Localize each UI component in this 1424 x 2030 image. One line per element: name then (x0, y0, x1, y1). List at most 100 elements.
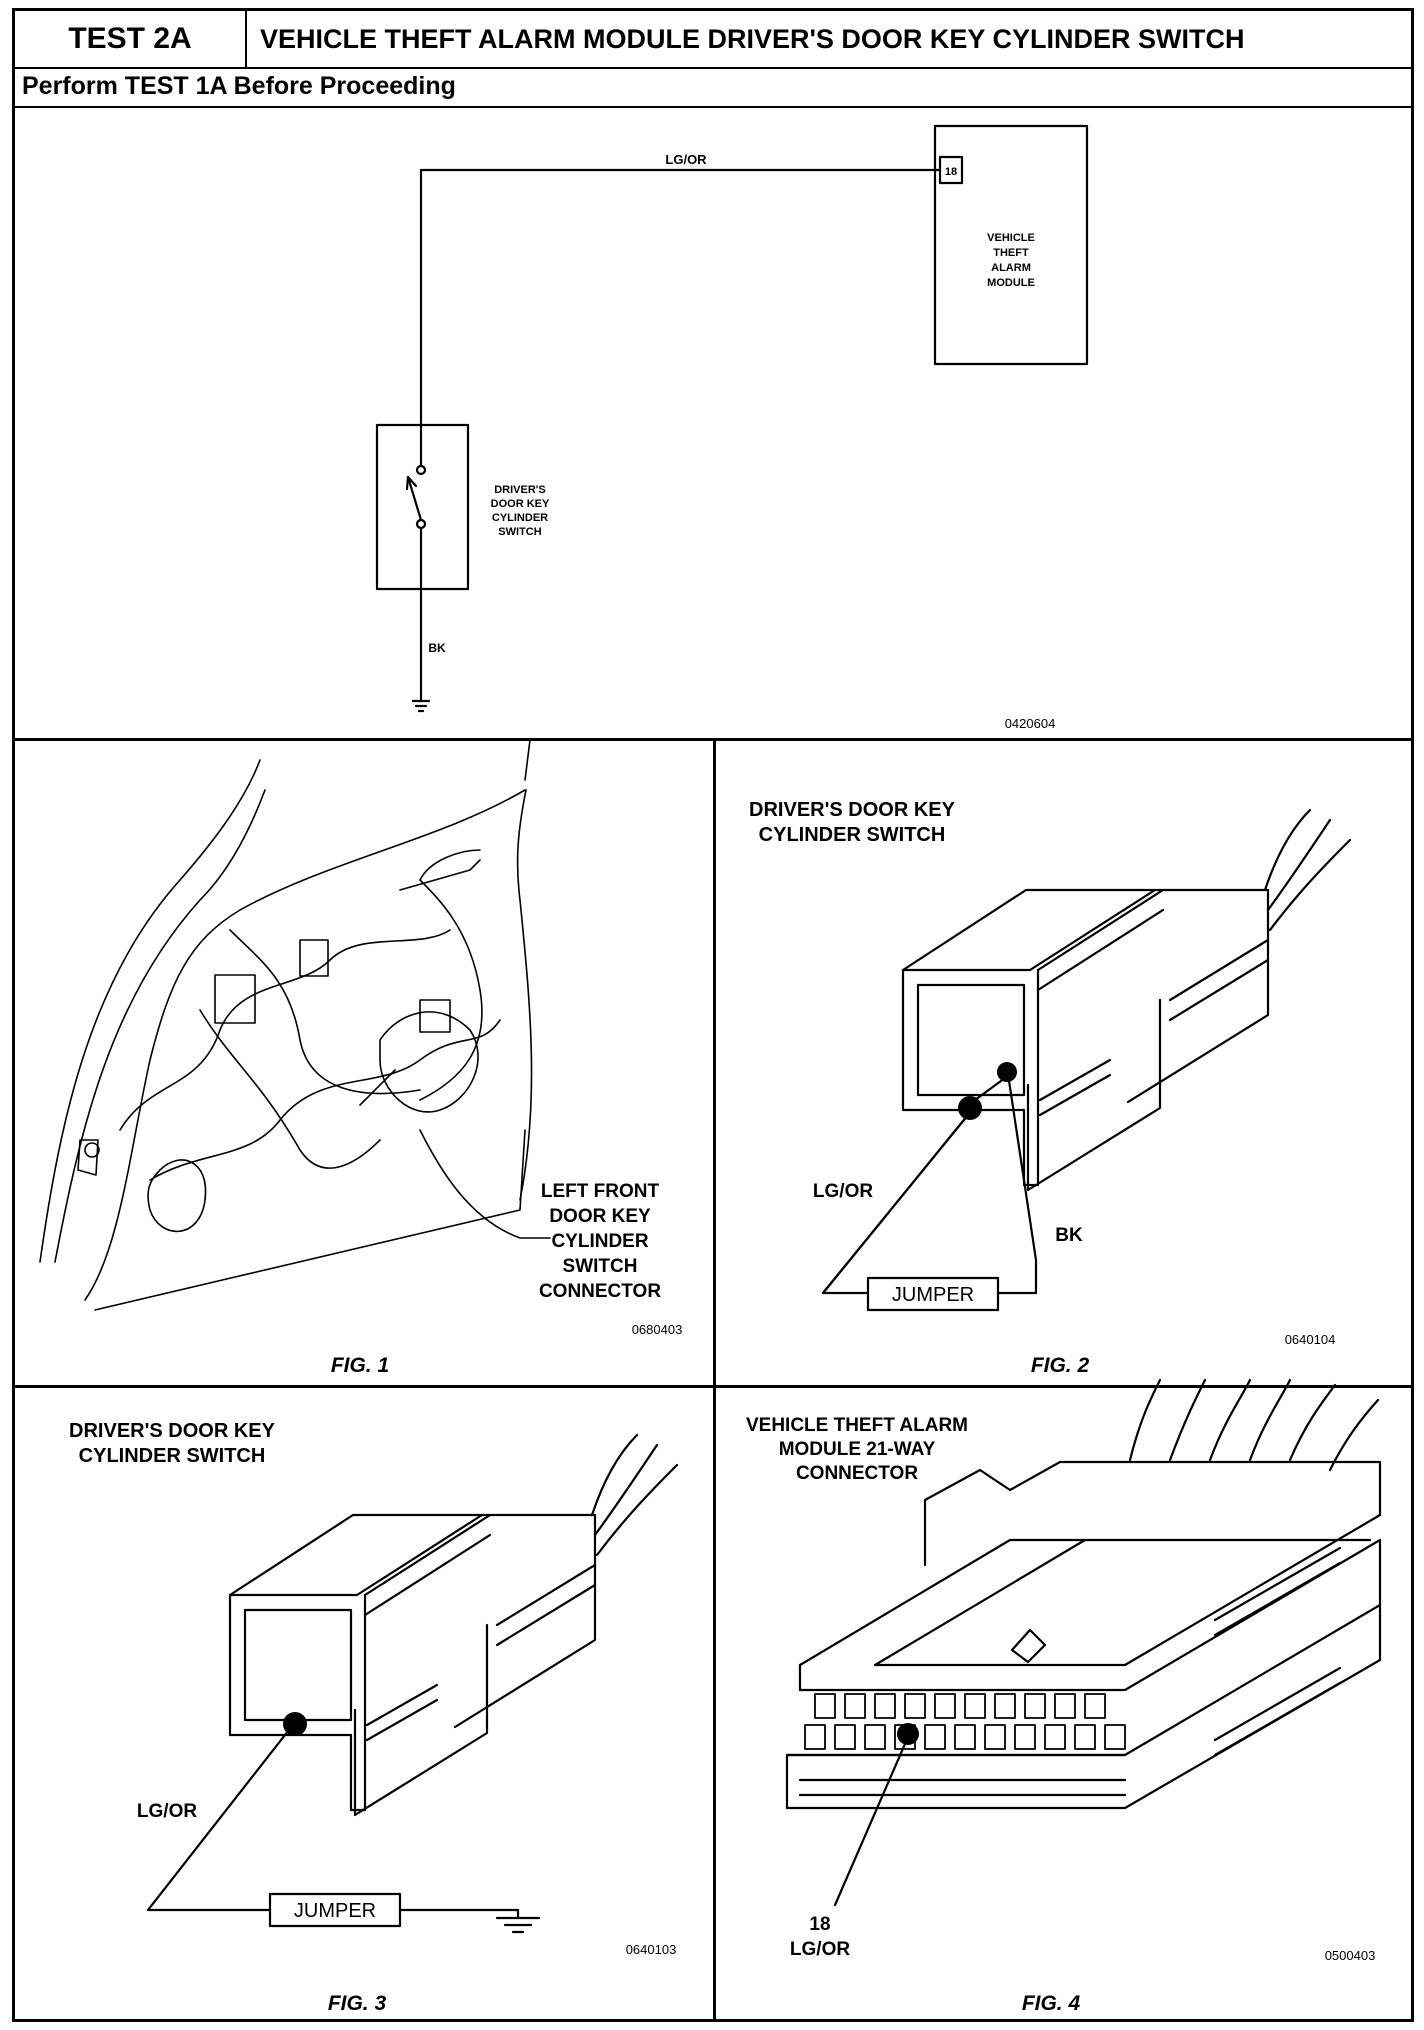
figure-column-divider (713, 738, 716, 2022)
fig4-front-bottom (785, 1603, 1382, 1810)
fig2-latch (1026, 998, 1162, 1192)
fig4-top-housing (923, 1460, 1382, 1567)
fig4-upper-cavities (814, 1693, 1106, 1719)
wire-loop (379, 1011, 479, 1113)
schematic-wire-top-label: LG/OR (665, 152, 707, 167)
prerequisite-note: Perform TEST 1A Before Proceeding (22, 72, 456, 100)
hinge-plate (77, 1139, 99, 1176)
fig1-callout-line-2: DOOR KEY (549, 1206, 651, 1227)
page-title: VEHICLE THEFT ALARM MODULE DRIVER'S DOOR… (260, 23, 1245, 54)
header-divider (12, 67, 1414, 69)
switch-label-line-3: CYLINDER (492, 512, 548, 524)
door-frame-left (39, 759, 261, 1263)
fig2-jumper-box (866, 1276, 1000, 1312)
schematic-code: 0420604 (1005, 716, 1056, 731)
fig2-caption: FIG. 2 (1031, 1354, 1090, 1377)
fig2-code: 0640104 (1285, 1332, 1336, 1347)
driver-door-key-cylinder-switch-box (375, 423, 470, 591)
schematic-wire-bottom-label: BK (428, 641, 446, 655)
module-label-line-2: THEFT (993, 247, 1029, 259)
fig1-callout-line-3: CYLINDER (551, 1231, 648, 1252)
fig3-top-front-edge (228, 1513, 484, 1597)
fig4-wire-label: LG/OR (790, 1939, 850, 1960)
fig3-cavity (243, 1608, 353, 1722)
door-panel-edge (94, 739, 531, 1311)
fig2-jumper-label: JUMPER (892, 1284, 974, 1306)
fig4-caption: FIG. 4 (1022, 1992, 1081, 2015)
fig1-door-illustration (39, 739, 551, 1311)
fig3-front-face (228, 1593, 367, 1812)
fig2-front-face (901, 968, 1040, 1187)
fig4-title-line-1: VEHICLE THEFT ALARM (746, 1415, 968, 1436)
fig3-title-line-1: DRIVER'S DOOR KEY (69, 1420, 276, 1442)
fig4-code: 0500403 (1325, 1948, 1376, 1963)
fig2-connector (901, 808, 1352, 1192)
fig4-key-tab (1010, 1628, 1047, 1664)
fig2-top-front-edge (901, 888, 1157, 972)
switch-contact-top (415, 464, 427, 476)
door-panel-right (516, 789, 533, 1201)
fig4-title-line-3: CONNECTOR (796, 1463, 918, 1484)
fig2-rib-lines (1036, 888, 1165, 992)
fig2-bk-terminal (997, 1062, 1017, 1082)
subheader-divider (12, 106, 1414, 108)
module-label-line-3: ALARM (991, 262, 1031, 274)
fig1-callout-line-4: SWITCH (563, 1256, 638, 1277)
fig1-callout-line-1: LEFT FRONT (541, 1181, 660, 1202)
module-block-3 (419, 999, 451, 1033)
switch-arrowhead (405, 475, 418, 491)
fig4-wires (1128, 1378, 1380, 1472)
fig4-title-line-2: MODULE 21-WAY (779, 1439, 936, 1460)
wire-harness-4 (229, 929, 421, 1095)
fig4-pin18-leader (833, 1735, 910, 1907)
switch-label-line-1: DRIVER'S (494, 484, 546, 496)
lower-connector-loop (147, 1159, 207, 1233)
fig3-jumper-lead (146, 1724, 294, 1912)
switch-label-line-4: SWITCH (498, 526, 541, 538)
fig4-pin-18 (897, 1723, 919, 1745)
lg-or-wire (419, 168, 942, 468)
module-label-line-1: VEHICLE (987, 232, 1035, 244)
fig2-body-top (901, 888, 1270, 1104)
fig2-lock-tab (1038, 1058, 1112, 1117)
fig4-top-plate (873, 1513, 1382, 1667)
fig4-side-slot-lower (1213, 1666, 1342, 1757)
door-frame-inner (54, 789, 266, 1263)
module-block-1 (299, 939, 329, 977)
fig2-cavity (916, 983, 1026, 1097)
fig2-lead-a-dup (821, 1108, 974, 1295)
fig3-ground-lead (398, 1908, 520, 1919)
fig3-title-line-2: CYLINDER SWITCH (79, 1445, 266, 1467)
fig2-lg-or-terminal (958, 1096, 982, 1120)
fig2-jumper-lead-b (996, 1072, 1038, 1295)
switch-blade (406, 475, 423, 522)
fig4-pin-label: 18 (809, 1914, 830, 1935)
fig3-side-ribs (495, 1563, 597, 1647)
fig3-lg-or-terminal (283, 1712, 307, 1736)
wire-harness-5 (419, 879, 483, 1101)
fig3-wires (590, 1433, 679, 1557)
fig1-leader-line (419, 1129, 551, 1239)
fig3-latch (353, 1623, 489, 1817)
fig3-rib-lines (363, 1513, 492, 1617)
connector-body (359, 1069, 396, 1106)
fig3-lock-tab (365, 1683, 439, 1742)
fig3-jumper-leads (146, 1724, 541, 1934)
fig1-code: 0680403 (632, 1322, 683, 1337)
wire-harness-1 (119, 929, 451, 1131)
fig2-title-line-1b: CYLINDER SWITCH (759, 824, 946, 846)
fig4-top-plate-lower (798, 1538, 1372, 1692)
fig2-wires (1263, 808, 1352, 932)
fig3-code: 0640103 (626, 1942, 677, 1957)
fig4-connector (785, 1378, 1382, 1907)
fig4-lower-cavities (804, 1724, 1126, 1750)
schematic-pin-label: 18 (945, 166, 957, 178)
fig2-terminal-lg (973, 1076, 1007, 1102)
fig1-callout-line-5: CONNECTOR (539, 1281, 661, 1302)
wire-harness-2 (149, 1019, 501, 1181)
hinge-pin (84, 1142, 100, 1158)
fig2-jumper-leads (821, 1072, 1038, 1312)
door-panel-top (84, 789, 526, 1301)
latch-linkage (399, 849, 481, 891)
